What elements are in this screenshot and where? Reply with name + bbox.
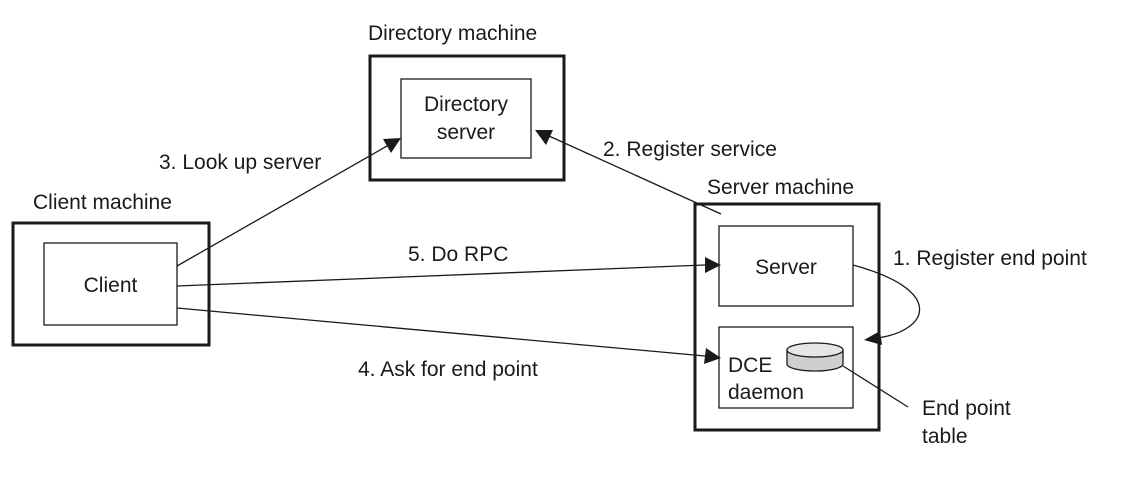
server-machine-title: Server machine	[707, 176, 854, 199]
end-point-table-label-line1: End point	[922, 397, 1011, 420]
end-point-table-icon	[786, 342, 844, 372]
arrow-look-up-server	[176, 145, 388, 267]
client-machine-title: Client machine	[33, 191, 172, 214]
server-box	[718, 225, 854, 307]
directory-server-box	[400, 78, 532, 159]
arrowhead-register-service	[535, 130, 553, 145]
arrow-register-service	[548, 135, 722, 215]
end-point-table-pointer	[842, 365, 909, 408]
arrowhead-ask-for-end-point	[704, 348, 721, 364]
directory-server-label-line1: Directory	[424, 93, 509, 116]
step-1-label: 1. Register end point	[893, 247, 1087, 270]
arrowhead-look-up-server	[383, 138, 401, 153]
step-2-label: 2. Register service	[603, 138, 777, 161]
arrow-register-end-point	[852, 264, 921, 339]
arrow-do-rpc	[176, 264, 706, 287]
step-4-label: 4. Ask for end point	[358, 358, 538, 381]
directory-machine: Directory machine Directory server	[368, 22, 566, 182]
server-machine: Server machine Server DCE daemon	[693, 176, 881, 432]
server-label: Server	[755, 256, 817, 279]
step-5-label: 5. Do RPC	[408, 243, 508, 266]
client-label: Client	[84, 274, 138, 297]
client-machine: Client machine Client	[11, 191, 211, 347]
arrowhead-register-end-point	[864, 331, 882, 345]
arrow-ask-for-end-point	[176, 307, 706, 357]
client-box	[43, 242, 178, 326]
step-3-label: 3. Look up server	[159, 151, 321, 174]
arrowhead-do-rpc	[705, 257, 721, 273]
dce-daemon-label-line2: daemon	[728, 381, 804, 404]
dce-daemon-label-line1: DCE	[728, 354, 772, 377]
directory-server-label-line2: server	[437, 121, 495, 144]
directory-machine-title: Directory machine	[368, 22, 537, 45]
end-point-table-label-line2: table	[922, 425, 968, 448]
